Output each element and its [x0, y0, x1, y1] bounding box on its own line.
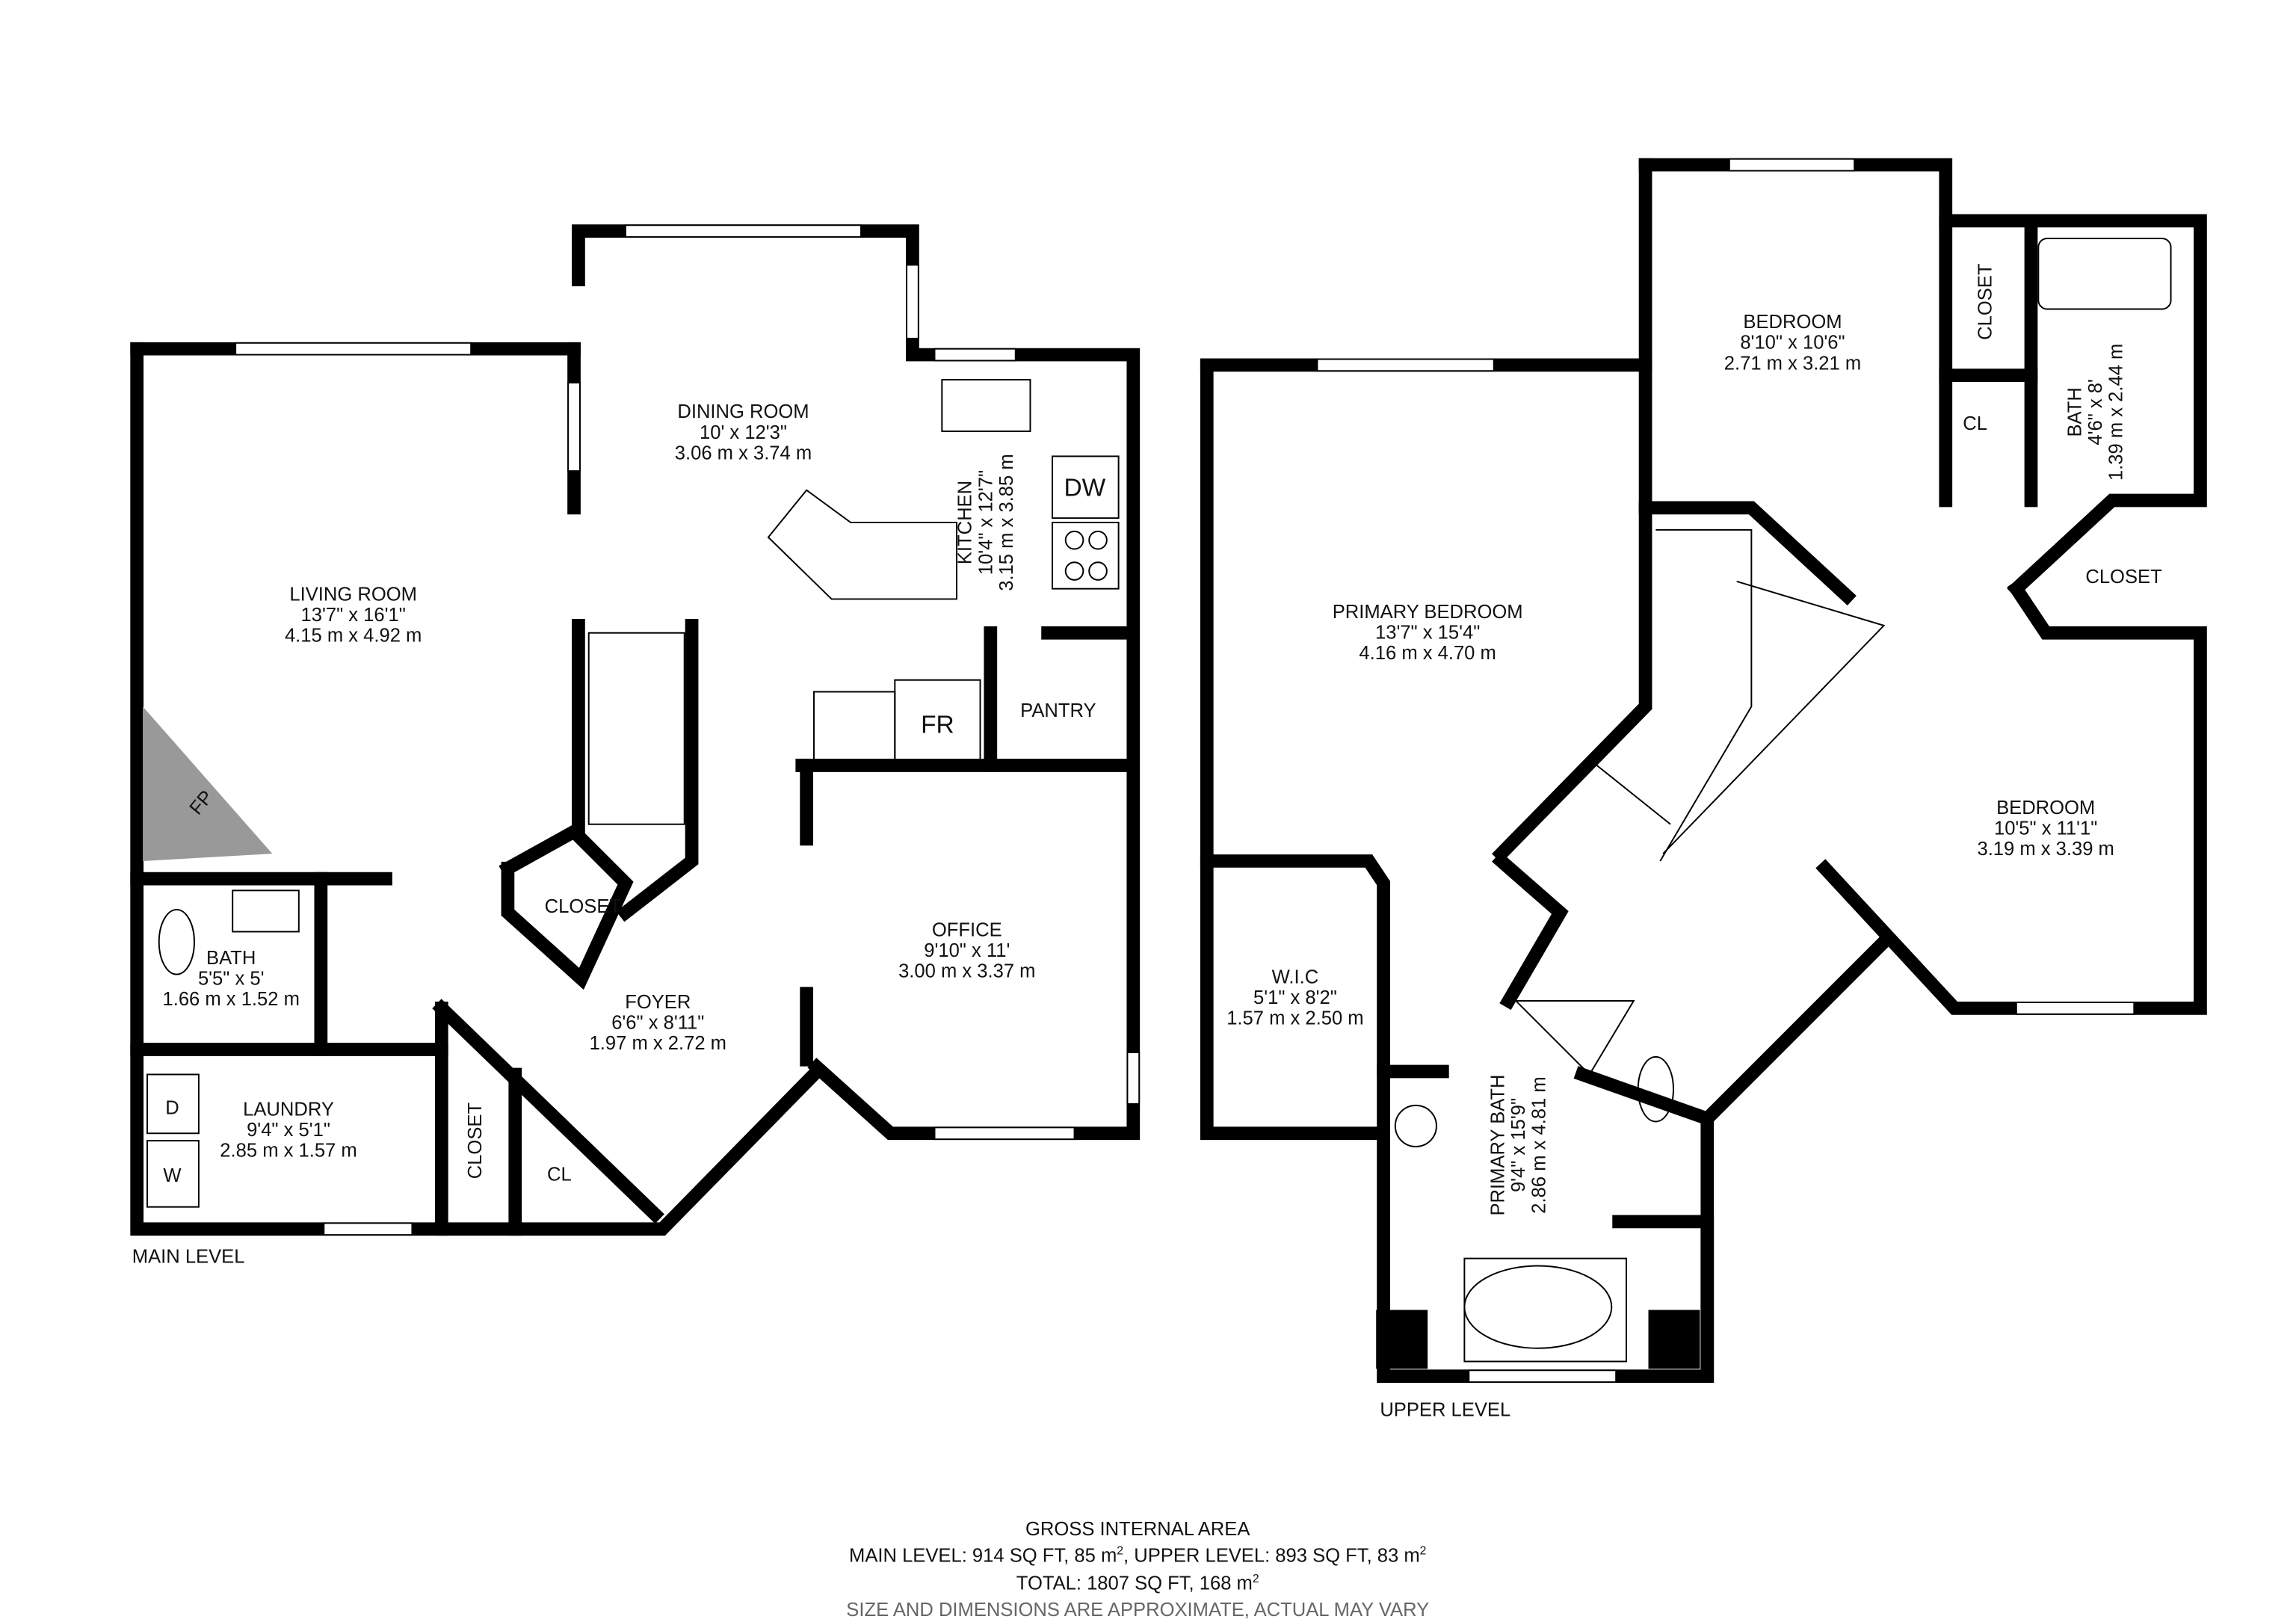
room-dims-imperial: 13'7" x 16'1" [301, 605, 406, 626]
room-living-room: LIVING ROOM 13'7" x 16'1" 4.15 m x 4.92 … [285, 584, 422, 646]
room-dims-imperial: 6'6" x 8'11" [611, 1012, 704, 1033]
room-bedroom: BEDROOM 8'10" x 10'6" 2.71 m x 3.21 m [1724, 312, 1861, 374]
room-name: LIVING ROOM [289, 584, 417, 605]
room-foyer: FOYER 6'6" x 8'11" 1.97 m x 2.72 m [590, 992, 726, 1054]
room-bath: BATH 4'6" x 8' 1.39 m x 2.44 m [2064, 344, 2126, 481]
room-name: BATH [2064, 387, 2085, 437]
room-name: FOYER [625, 992, 691, 1013]
main-level-label: MAIN LEVEL [132, 1247, 245, 1268]
room-name: LAUNDRY [243, 1100, 334, 1120]
room-dims-metric: 3.06 m x 3.74 m [675, 442, 812, 463]
room-dims-imperial: 4'6" x 8' [2085, 379, 2106, 445]
area-summary: GROSS INTERNAL AREA MAIN LEVEL: 914 SQ F… [846, 1519, 1429, 1621]
room-dims-imperial: 10'4" x 12'7" [975, 470, 996, 575]
room-dims-metric: 2.85 m x 1.57 m [220, 1141, 357, 1162]
room-name: KITCHEN [955, 481, 976, 564]
room-dims-imperial: 9'4" x 5'1" [247, 1120, 330, 1141]
summary-title: GROSS INTERNAL AREA [1025, 1519, 1250, 1540]
closet-label: CLOSET [1975, 263, 1996, 340]
room-dims-metric: 4.15 m x 4.92 m [285, 626, 422, 647]
dryer-label: D [165, 1098, 179, 1119]
room-dims-metric: 1.97 m x 2.72 m [590, 1033, 726, 1054]
room-primary-bath: PRIMARY BATH 9'4" x 15'9" 2.86 m x 4.81 … [1488, 1074, 1550, 1215]
upper-level-label: UPPER LEVEL [1380, 1399, 1510, 1420]
closet-label: CL [547, 1164, 572, 1185]
room-office: OFFICE 9'10" x 11' 3.00 m x 3.37 m [898, 919, 1035, 981]
room-dims-imperial: 10' x 12'3" [700, 422, 787, 443]
room-bath: BATH 5'5" x 5' 1.66 m x 1.52 m [163, 948, 300, 1010]
room-dims-metric: 1.39 m x 2.44 m [2106, 344, 2127, 481]
closet-label: CLOSET [465, 1103, 486, 1180]
main-level-plan: LIVING ROOM 13'7" x 16'1" 4.15 m x 4.92 … [130, 224, 1141, 1268]
room-dims-metric: 4.16 m x 4.70 m [1359, 643, 1496, 664]
washer-label: W [163, 1165, 182, 1186]
room-name: OFFICE [932, 919, 1002, 940]
room-dims-metric: 3.15 m x 3.85 m [996, 454, 1017, 590]
upper-level-plan: PRIMARY BEDROOM 13'7" x 15'4" 4.16 m x 4… [1200, 158, 2207, 1420]
closet-label: CLOSET [2085, 567, 2162, 588]
room-dims-imperial: 9'10" x 11' [924, 940, 1010, 961]
room-laundry: LAUNDRY 9'4" x 5'1" 2.85 m x 1.57 m [220, 1100, 357, 1162]
summary-levels: MAIN LEVEL: 914 SQ FT, 85 m2, UPPER LEVE… [849, 1544, 1426, 1566]
closet-label: CL [1963, 413, 1987, 434]
room-dims-imperial: 5'1" x 8'2" [1253, 987, 1337, 1008]
closet-label: CLOSET [545, 896, 622, 917]
room-dining-room: DINING ROOM 10' x 12'3" 3.06 m x 3.74 m [675, 401, 812, 463]
fridge-label: FR [921, 712, 954, 739]
room-dims-imperial: 13'7" x 15'4" [1375, 623, 1480, 644]
room-dims-metric: 3.00 m x 3.37 m [898, 961, 1035, 982]
room-dims-imperial: 5'5" x 5' [198, 968, 265, 989]
room-walk-in-closet: W.I.C 5'1" x 8'2" 1.57 m x 2.50 m [1226, 966, 1363, 1029]
room-dims-imperial: 8'10" x 10'6" [1740, 333, 1845, 354]
room-name: DINING ROOM [677, 401, 809, 422]
summary-total: TOTAL: 1807 SQ FT, 168 m2 [1016, 1573, 1259, 1594]
room-primary-bedroom: PRIMARY BEDROOM 13'7" x 15'4" 4.16 m x 4… [1333, 602, 1523, 664]
room-name: BEDROOM [1996, 798, 2095, 818]
summary-disclaimer: SIZE AND DIMENSIONS ARE APPROXIMATE, ACT… [846, 1600, 1429, 1621]
room-name: BATH [206, 948, 256, 969]
room-dims-metric: 3.19 m x 3.39 m [1977, 839, 2114, 860]
dishwasher-label: DW [1064, 475, 1105, 502]
room-name: BEDROOM [1743, 312, 1842, 333]
room-dims-metric: 2.86 m x 4.81 m [1529, 1076, 1550, 1213]
main-walls [130, 224, 1141, 1236]
upper-walls [1200, 158, 2207, 1384]
room-name: PRIMARY BEDROOM [1333, 602, 1523, 623]
room-dims-imperial: 9'4" x 15'9" [1508, 1098, 1529, 1192]
room-kitchen: KITCHEN 10'4" x 12'7" 3.15 m x 3.85 m [955, 454, 1017, 590]
room-name: W.I.C [1272, 966, 1319, 987]
pantry-label: PANTRY [1020, 700, 1096, 721]
room-bedroom: BEDROOM 10'5" x 11'1" 3.19 m x 3.39 m [1977, 798, 2114, 860]
room-dims-metric: 2.71 m x 3.21 m [1724, 353, 1861, 374]
room-dims-metric: 1.66 m x 1.52 m [163, 989, 300, 1010]
room-name: PRIMARY BATH [1488, 1074, 1509, 1215]
room-dims-metric: 1.57 m x 2.50 m [1226, 1008, 1363, 1029]
room-dims-imperial: 10'5" x 11'1" [1994, 818, 2097, 839]
